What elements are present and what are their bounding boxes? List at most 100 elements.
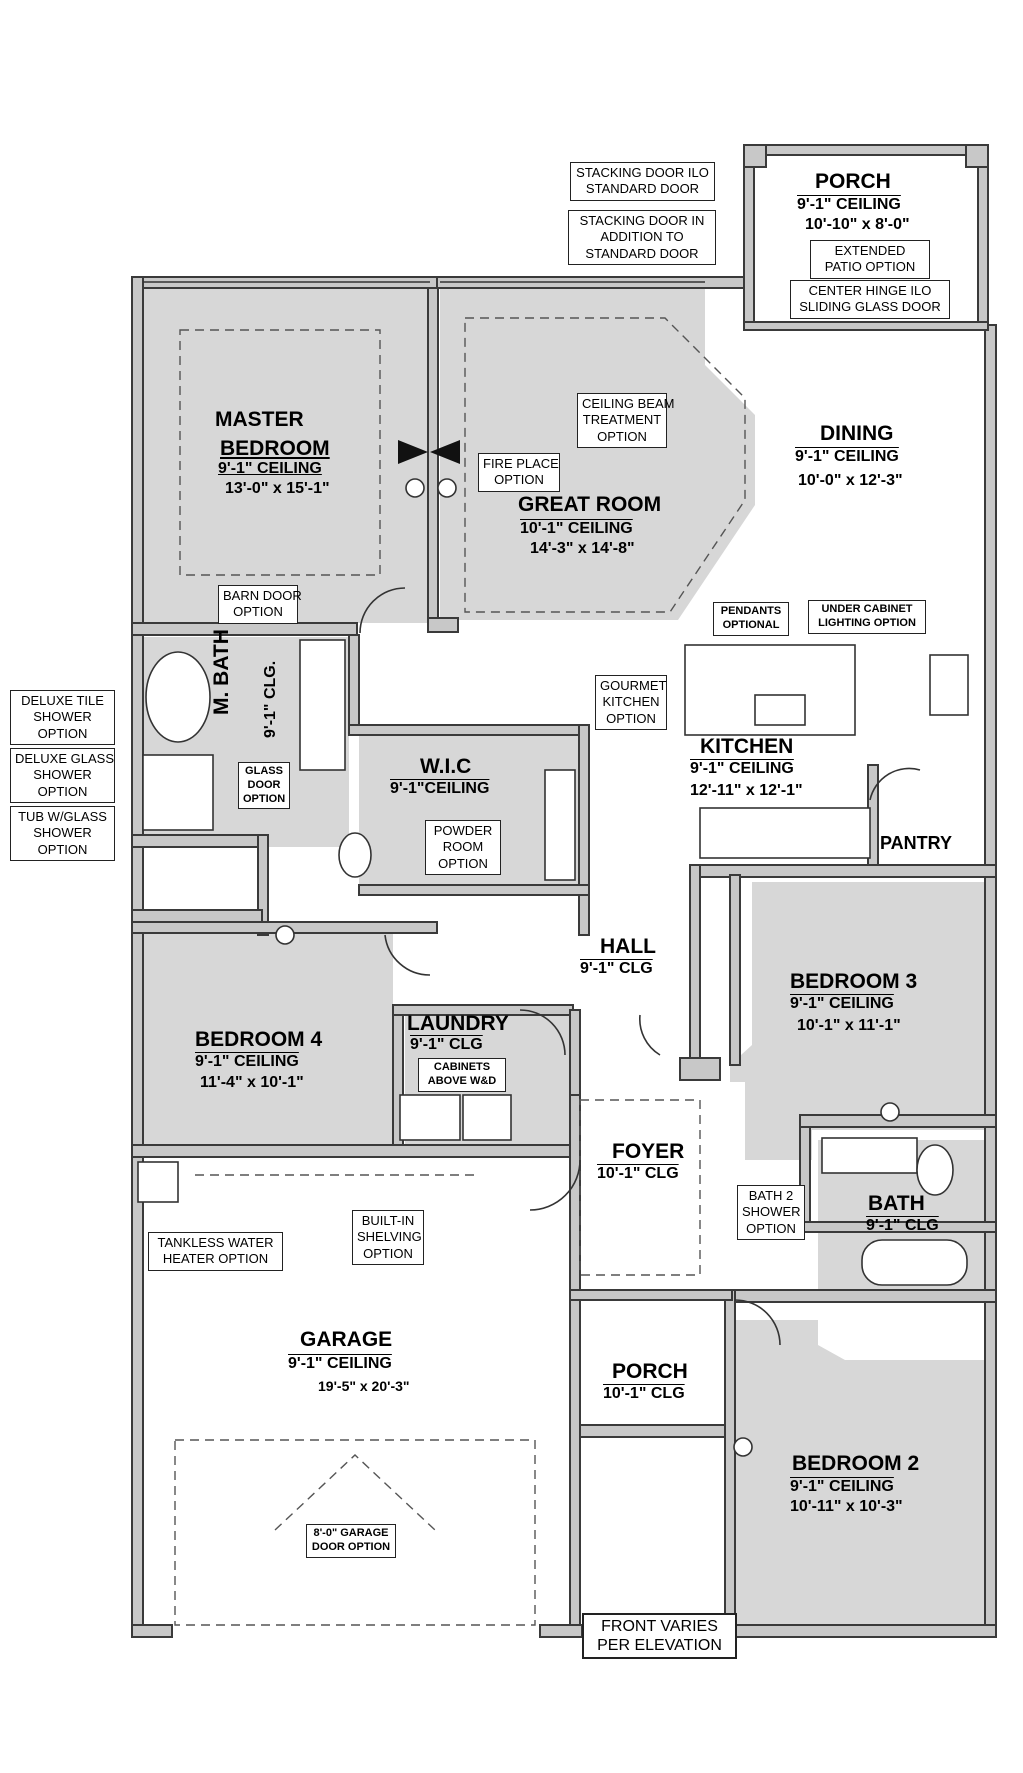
- porch-front-ceiling: 10'-1" CLG: [603, 1385, 685, 1402]
- bedroom4-floor: [143, 933, 393, 1148]
- kitchen-name: KITCHEN: [700, 735, 794, 758]
- bath-name: BATH: [868, 1192, 925, 1215]
- wall-master-south: [131, 622, 358, 636]
- bedroom2-size: 10'-11" x 10'-3": [790, 1498, 903, 1515]
- garage-door-outline: [174, 1439, 536, 1626]
- door-swing-foyer: [529, 1159, 581, 1211]
- bedroom2-ceiling: 9'-1" CEILING: [790, 1478, 894, 1495]
- wall-west: [131, 276, 144, 1638]
- wic-ceiling: 9'-1"CEILING: [390, 780, 490, 797]
- foyer-name: FOYER: [612, 1140, 685, 1163]
- master-vanity: [299, 639, 346, 771]
- great-room-ceiling: 10'-1" CEILING: [520, 520, 633, 537]
- wall-garage-south-r: [539, 1624, 583, 1638]
- bedroom4-name: BEDROOM 4: [195, 1028, 323, 1051]
- foyer-ceiling: 10'-1" CLG: [597, 1165, 679, 1182]
- wall-garage-north: [131, 1144, 581, 1158]
- pantry-name: PANTRY: [880, 833, 952, 853]
- mbath-name: M. BATH: [210, 629, 233, 715]
- dining-size: 10'-0" x 12'-3": [798, 472, 903, 489]
- wall-porch-right: [977, 144, 989, 331]
- wall-mbath-south: [131, 834, 259, 848]
- water-heater: [137, 1161, 179, 1203]
- porch-post-left: [743, 144, 767, 168]
- wall-wic-south: [358, 884, 590, 896]
- light-icon-2: [437, 478, 457, 498]
- porch-front-name: PORCH: [612, 1360, 688, 1383]
- wall-porch-front-bottom: [579, 1424, 726, 1438]
- master-ceiling: 9'-1" CEILING: [218, 460, 322, 477]
- door-swing-bed4: [384, 934, 431, 976]
- great-room-floor: [440, 288, 755, 620]
- dining-name: DINING: [820, 422, 894, 445]
- wall-bed2-south: [729, 1624, 997, 1638]
- bath-vanity: [821, 1137, 918, 1174]
- garage-ceiling: 9'-1" CEILING: [288, 1355, 392, 1372]
- wall-bed3-west2: [729, 874, 741, 1066]
- wall-mbath-east: [348, 634, 360, 736]
- light-icon-1: [405, 478, 425, 498]
- wall-porch-east: [743, 144, 755, 331]
- laundry-name: LAUNDRY: [407, 1012, 509, 1035]
- wall-porch-bottom: [743, 321, 989, 331]
- wall-foyer-west: [569, 1094, 581, 1296]
- wall-wic-east: [578, 724, 590, 936]
- bath-ceiling: 9'-1" CLG: [866, 1217, 939, 1234]
- wall-garage-south: [131, 1624, 173, 1638]
- master-size: 13'-0" x 15'-1": [225, 480, 330, 497]
- door-swing-hall: [639, 1014, 661, 1056]
- hall-ceiling: 9'-1" CLG: [580, 960, 653, 977]
- fireplace-icon: [398, 440, 428, 464]
- bedroom2-name: BEDROOM 2: [792, 1452, 920, 1475]
- wic-shelf: [544, 769, 576, 881]
- laundry-ceiling: 9'-1" CLG: [410, 1036, 483, 1053]
- bedroom4-size: 11'-4" x 10'-1": [200, 1074, 304, 1091]
- wall-east: [984, 324, 997, 1638]
- master-name-2: BEDROOM: [220, 437, 330, 460]
- dining-ceiling: 9'-1" CEILING: [795, 448, 899, 465]
- fireplace-icon-2: [430, 440, 460, 464]
- garage-size: 19'-5" x 20'-3": [318, 1378, 410, 1394]
- wall-closet: [131, 909, 263, 923]
- wall-bed3-west: [689, 864, 701, 1076]
- great-room-ceiling: [464, 317, 746, 613]
- dryer: [462, 1094, 512, 1141]
- wall-porch-front-top: [569, 1289, 733, 1301]
- kitchen-size: 12'-11" x 12'-1": [690, 782, 803, 799]
- kitchen-counter-south: [699, 807, 871, 859]
- porch-rear-name: PORCH: [815, 170, 891, 193]
- wall-master-great: [427, 287, 439, 624]
- bath-tub: [861, 1239, 968, 1286]
- wall-master-south-r: [427, 617, 459, 633]
- wic-name: W.I.C: [420, 755, 472, 778]
- wall-porch-top: [743, 144, 989, 156]
- bedroom3-floor: [730, 882, 985, 1160]
- door-swing-laundry: [519, 1009, 566, 1056]
- toilet: [338, 832, 372, 878]
- mbath-ceiling: 9'-1" CLG.: [262, 660, 279, 738]
- light-icon-4: [880, 1102, 900, 1122]
- great-room-name: GREAT ROOM: [518, 493, 662, 516]
- hall-name: HALL: [600, 935, 656, 958]
- porch-rear-ceiling: 9'-1" CEILING: [797, 196, 901, 213]
- wall-toilet-room: [257, 834, 269, 936]
- light-icon-3: [275, 925, 295, 945]
- bedroom3-ceiling: 9'-1" CEILING: [790, 995, 894, 1012]
